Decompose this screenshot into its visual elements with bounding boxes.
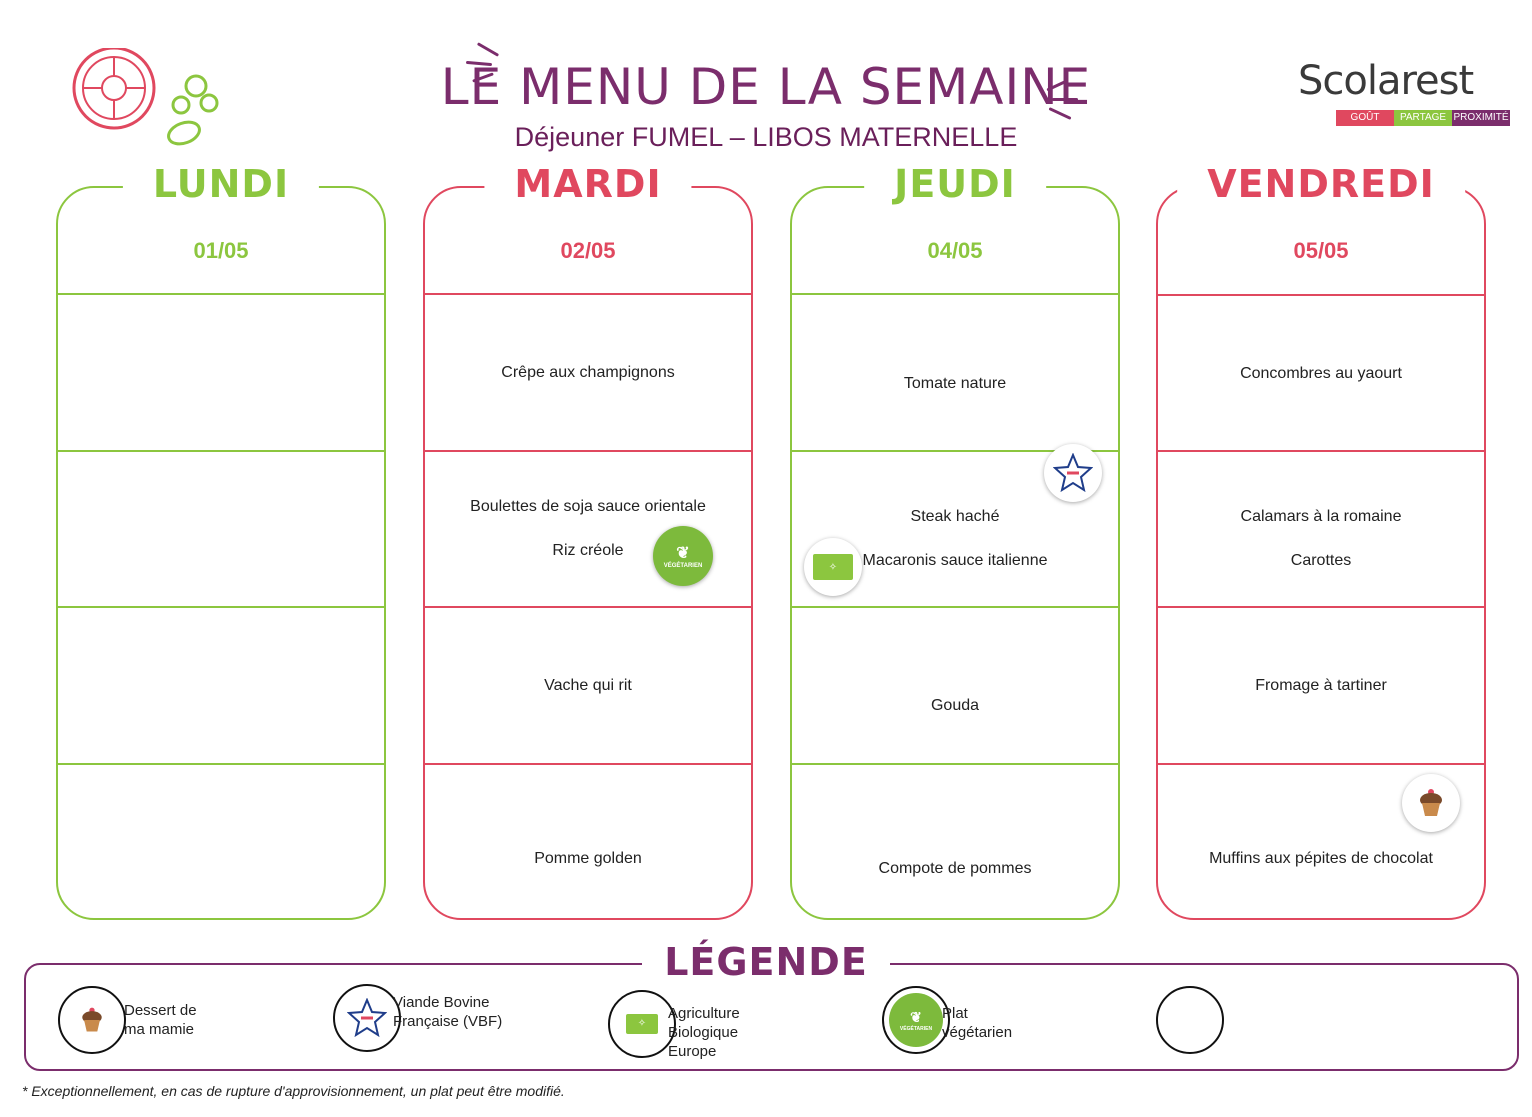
- divider: [425, 763, 751, 765]
- organic-badge-icon: ✧: [804, 538, 862, 596]
- menu-item: Tomate nature: [903, 374, 1007, 392]
- starter-cell: Tomate nature: [792, 306, 1118, 461]
- day-label: LUNDI: [122, 162, 320, 206]
- vegetarian-leaf-icon: ❦ VÉGÉTARIEN: [889, 993, 943, 1047]
- footnote: * Exceptionnellement, en cas de rupture …: [22, 1083, 565, 1099]
- menu-item: Macaronis sauce italienne: [862, 552, 1048, 569]
- legend-item-empty: [1156, 986, 1224, 1054]
- dairy-cell: Vache qui rit: [425, 608, 751, 763]
- organic-eu-leaf-icon: ✧: [626, 1013, 658, 1034]
- day-label: VENDREDI: [1177, 162, 1465, 206]
- menu-item: Muffins aux pépites de chocolat: [1209, 850, 1433, 867]
- legend-text: Viande Bovine Française (VBF): [393, 994, 503, 1030]
- legend-title: LÉGENDE: [642, 940, 890, 984]
- tagline-word: PROXIMITÉ: [1452, 110, 1510, 126]
- legend-text: Plat végétarien: [942, 1005, 1013, 1041]
- vbf-icon: [333, 984, 401, 1052]
- day-date: 02/05: [560, 238, 616, 263]
- muffin-badge-icon: [1402, 774, 1460, 832]
- divider: [1158, 450, 1484, 452]
- organic-eu-leaf-icon: ✧: [813, 554, 853, 580]
- divider: [58, 293, 384, 295]
- dessert-cell: Compote de pommes: [792, 778, 1118, 938]
- starter-cell: Crêpe aux champignons: [425, 295, 751, 450]
- logo-tagline: GOÛT PARTAGE PROXIMITÉ: [1336, 110, 1510, 126]
- day-date: 04/05: [927, 238, 983, 263]
- main-cell: Calamars à la romaine Carottes: [1158, 462, 1484, 616]
- main-cell: Boulettes de soja sauce orientale Riz cr…: [425, 452, 751, 606]
- day-column-thursday: JEUDI 04/05 Tomate nature Steak haché Ma…: [790, 162, 1120, 920]
- vegetarian-badge-icon: ❦ VÉGÉTARIEN: [653, 526, 713, 586]
- menu-item: Steak haché: [910, 508, 1000, 525]
- day-label: MARDI: [484, 162, 692, 206]
- dairy-cell: Fromage à tartiner: [1158, 608, 1484, 763]
- menu-item: Gouda: [930, 696, 980, 714]
- menu-item: Fromage à tartiner: [1255, 676, 1387, 694]
- day-date: 01/05: [193, 238, 249, 263]
- divider: [1158, 294, 1484, 296]
- menu-item: Compote de pommes: [878, 860, 1032, 877]
- muffin-icon: [58, 986, 126, 1054]
- divider: [58, 450, 384, 452]
- divider: [425, 606, 751, 608]
- tomato-illustration-icon: [72, 48, 219, 146]
- legend-item-vbf: Viande Bovine Française (VBF): [333, 984, 502, 1052]
- vegetarian-icon: ❦ VÉGÉTARIEN: [882, 986, 950, 1054]
- divider: [1158, 763, 1484, 765]
- day-column-tuesday: MARDI 02/05 Crêpe aux champignons Boulet…: [423, 162, 753, 920]
- legend-item-vegetarian: ❦ VÉGÉTARIEN Plat végétarien: [882, 986, 1012, 1054]
- divider: [58, 763, 384, 765]
- day-column-friday: VENDREDI 05/05 Concombres au yaourt Cala…: [1156, 162, 1486, 920]
- divider: [425, 293, 751, 295]
- scolarest-logo: Scolarest: [1298, 58, 1474, 104]
- divider: [792, 606, 1118, 608]
- day-column-monday: LUNDI 01/05: [56, 162, 386, 920]
- menu-item: Vache qui rit: [544, 676, 632, 694]
- divider: [792, 450, 1118, 452]
- legend-text: Dessert de ma mamie: [124, 1002, 197, 1038]
- vbf-star-icon: [1053, 453, 1093, 493]
- main-cell: Steak haché Macaronis sauce italienne: [792, 462, 1118, 616]
- divider: [792, 293, 1118, 295]
- muffin-icon: [1420, 789, 1442, 816]
- dessert-cell: Pomme golden: [425, 778, 751, 938]
- dairy-cell: Gouda: [792, 628, 1118, 783]
- organic-eu-icon: ✧: [608, 989, 676, 1058]
- menu-item: Riz créole: [552, 542, 624, 559]
- menu-item: Boulettes de soja sauce orientale: [470, 498, 706, 515]
- title-dash: [1052, 98, 1078, 101]
- menu-item: Pomme golden: [534, 850, 642, 867]
- dessert-cell: Muffins aux pépites de chocolat: [1158, 778, 1484, 938]
- tagline-word: PARTAGE: [1394, 110, 1452, 126]
- legend-text: Agriculture Biologique Europe: [668, 1005, 740, 1060]
- menu-item: Calamars à la romaine: [1240, 508, 1402, 525]
- day-date: 05/05: [1293, 238, 1349, 263]
- menu-item: Concombres au yaourt: [1240, 364, 1402, 382]
- page-title: LE MENU DE LA SEMAINE: [440, 58, 1092, 116]
- divider: [792, 763, 1118, 765]
- divider: [425, 450, 751, 452]
- menu-item: Crêpe aux champignons: [501, 363, 675, 381]
- empty-icon: [1156, 986, 1224, 1054]
- vegetarian-badge-text: VÉGÉTARIEN: [663, 563, 703, 569]
- vegetarian-badge-text: VÉGÉTARIEN: [899, 1025, 933, 1032]
- menu-item: Carottes: [1290, 552, 1352, 569]
- tagline-word: GOÛT: [1336, 110, 1394, 126]
- day-label: JEUDI: [864, 162, 1046, 206]
- legend-title-wrap: LÉGENDE: [0, 940, 1532, 984]
- legend-item-organic: ✧ Agriculture Biologique Europe: [608, 986, 740, 1061]
- vbf-badge-icon: [1044, 444, 1102, 502]
- starter-cell: Concombres au yaourt: [1158, 296, 1484, 451]
- legend-item-dessert: Dessert de ma mamie: [58, 986, 197, 1054]
- page-subtitle: Déjeuner FUMEL – LIBOS MATERNELLE: [514, 122, 1018, 152]
- divider: [58, 606, 384, 608]
- divider: [1158, 606, 1484, 608]
- title-dash: [476, 42, 500, 57]
